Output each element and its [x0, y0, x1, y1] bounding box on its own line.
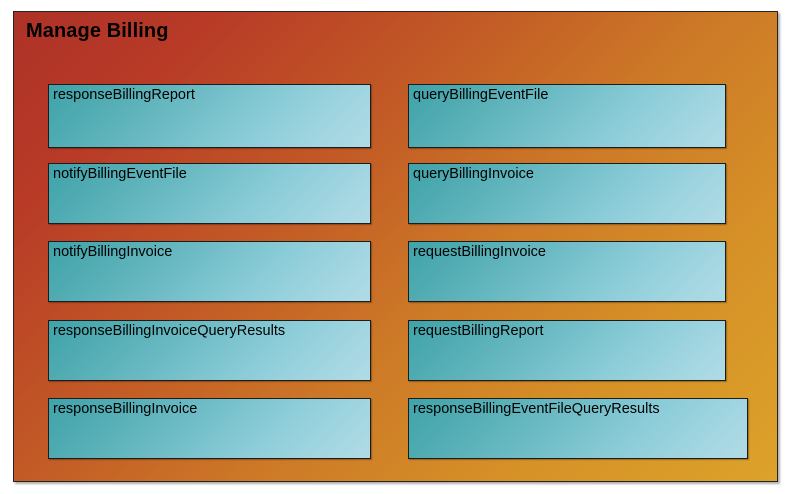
member-box-response-billing-event-file-query-results[interactable]: responseBillingEventFileQueryResults [408, 398, 748, 459]
member-box-notify-billing-event-file[interactable]: notifyBillingEventFile [48, 163, 371, 224]
member-box-notify-billing-invoice[interactable]: notifyBillingInvoice [48, 241, 371, 302]
member-box-response-billing-invoice-query-results[interactable]: responseBillingInvoiceQueryResults [48, 320, 371, 381]
member-box-request-billing-invoice[interactable]: requestBillingInvoice [408, 241, 726, 302]
package-members: responseBillingReport notifyBillingEvent… [14, 12, 777, 481]
member-label: notifyBillingInvoice [53, 244, 173, 260]
member-box-request-billing-report[interactable]: requestBillingReport [408, 320, 726, 381]
member-box-query-billing-invoice[interactable]: queryBillingInvoice [408, 163, 726, 224]
member-label: responseBillingInvoiceQueryResults [53, 323, 286, 339]
member-label: queryBillingEventFile [413, 87, 549, 103]
member-label: responseBillingEventFileQueryResults [413, 401, 660, 417]
package-title: Manage Billing [26, 20, 169, 42]
member-label: responseBillingReport [53, 87, 195, 103]
package-container[interactable]: Manage Billing responseBillingReport not… [13, 11, 778, 482]
member-box-response-billing-report[interactable]: responseBillingReport [48, 84, 371, 148]
member-label: notifyBillingEventFile [53, 166, 187, 182]
member-box-response-billing-invoice[interactable]: responseBillingInvoice [48, 398, 371, 459]
member-label: responseBillingInvoice [53, 401, 198, 417]
member-label: queryBillingInvoice [413, 166, 534, 182]
member-label: requestBillingInvoice [413, 244, 546, 260]
member-box-query-billing-event-file[interactable]: queryBillingEventFile [408, 84, 726, 148]
member-label: requestBillingReport [413, 323, 544, 339]
